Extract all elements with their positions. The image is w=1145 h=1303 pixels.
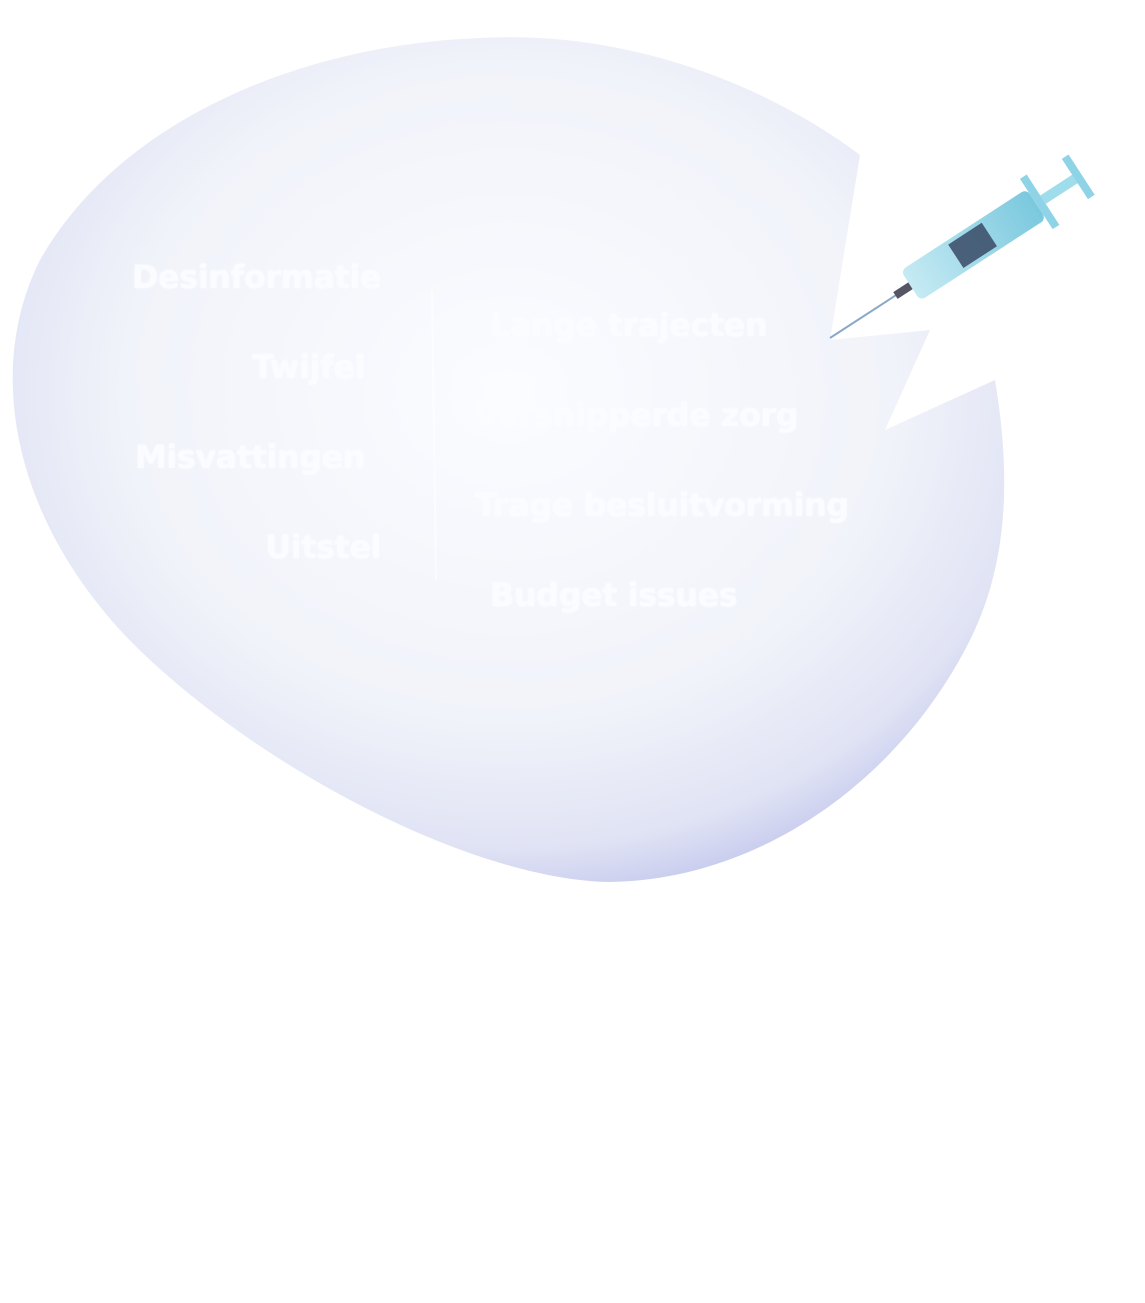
- divider: [431, 289, 437, 581]
- label-lange-trajecten: Lange trajecten: [490, 306, 768, 344]
- speech-bubble: [12, 37, 1005, 882]
- syringe-icon: [829, 154, 1095, 339]
- label-misvattingen: Misvattingen: [134, 438, 366, 476]
- label-desinformatie: Desinformatie: [131, 258, 382, 296]
- label-budget-issues: Budget issues: [490, 576, 738, 614]
- label-trage-besluitvorming: Trage besluitvorming: [475, 486, 849, 524]
- label-versnipperde-zorg: Versnipperde zorg: [475, 396, 799, 434]
- label-uitstel: Uitstel: [265, 528, 381, 566]
- label-twijfel: Twijfel: [252, 348, 365, 386]
